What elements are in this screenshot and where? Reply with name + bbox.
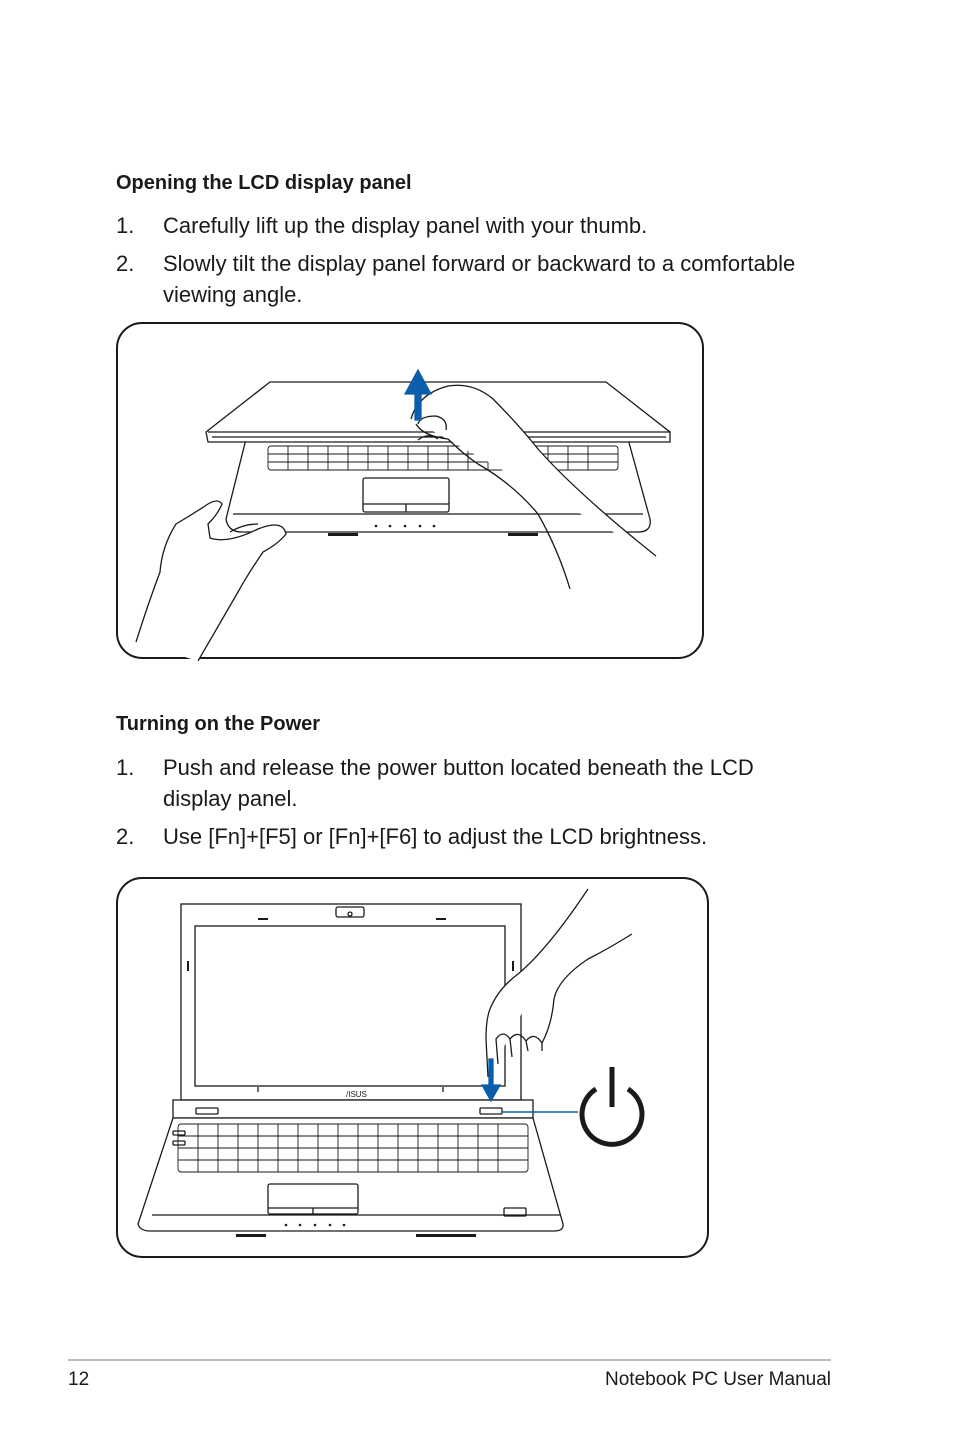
step-item: 1. Push and release the power button loc… (116, 752, 816, 814)
footer-divider (68, 1359, 831, 1361)
steps-list-turning-on-power: 1. Push and release the power button loc… (116, 752, 816, 859)
laptop-opening-illustration (135, 368, 671, 661)
step-text: Use [Fn]+[F5] or [Fn]+[F6] to adjust the… (163, 824, 708, 849)
step-number: 2. (116, 824, 135, 849)
footer-manual-title: Notebook PC User Manual (605, 1369, 831, 1390)
figure-turning-on-power: /ISUS (116, 877, 709, 1258)
step-item: 1. Carefully lift up the display panel w… (116, 210, 816, 241)
page-number: 12 (68, 1369, 90, 1390)
logo-text: /ISUS (346, 1090, 367, 1099)
step-number: 1. (116, 755, 135, 780)
figure-opening-lcd (116, 322, 704, 661)
section-heading-opening-lcd: Opening the LCD display panel (116, 172, 412, 194)
step-item: 2. Use [Fn]+[F5] or [Fn]+[F6] to adjust … (116, 821, 816, 852)
step-text: Carefully lift up the display panel with… (163, 213, 648, 238)
step-text: Push and release the power button locate… (163, 755, 754, 811)
step-number: 1. (116, 213, 135, 238)
steps-list-opening-lcd: 1. Carefully lift up the display panel w… (116, 210, 816, 317)
section-heading-turning-on-power: Turning on the Power (116, 713, 321, 735)
step-item: 2. Slowly tilt the display panel forward… (116, 248, 816, 310)
step-text: Slowly tilt the display panel forward or… (163, 251, 796, 307)
step-number: 2. (116, 251, 135, 276)
laptop-power-illustration: /ISUS (137, 888, 645, 1237)
